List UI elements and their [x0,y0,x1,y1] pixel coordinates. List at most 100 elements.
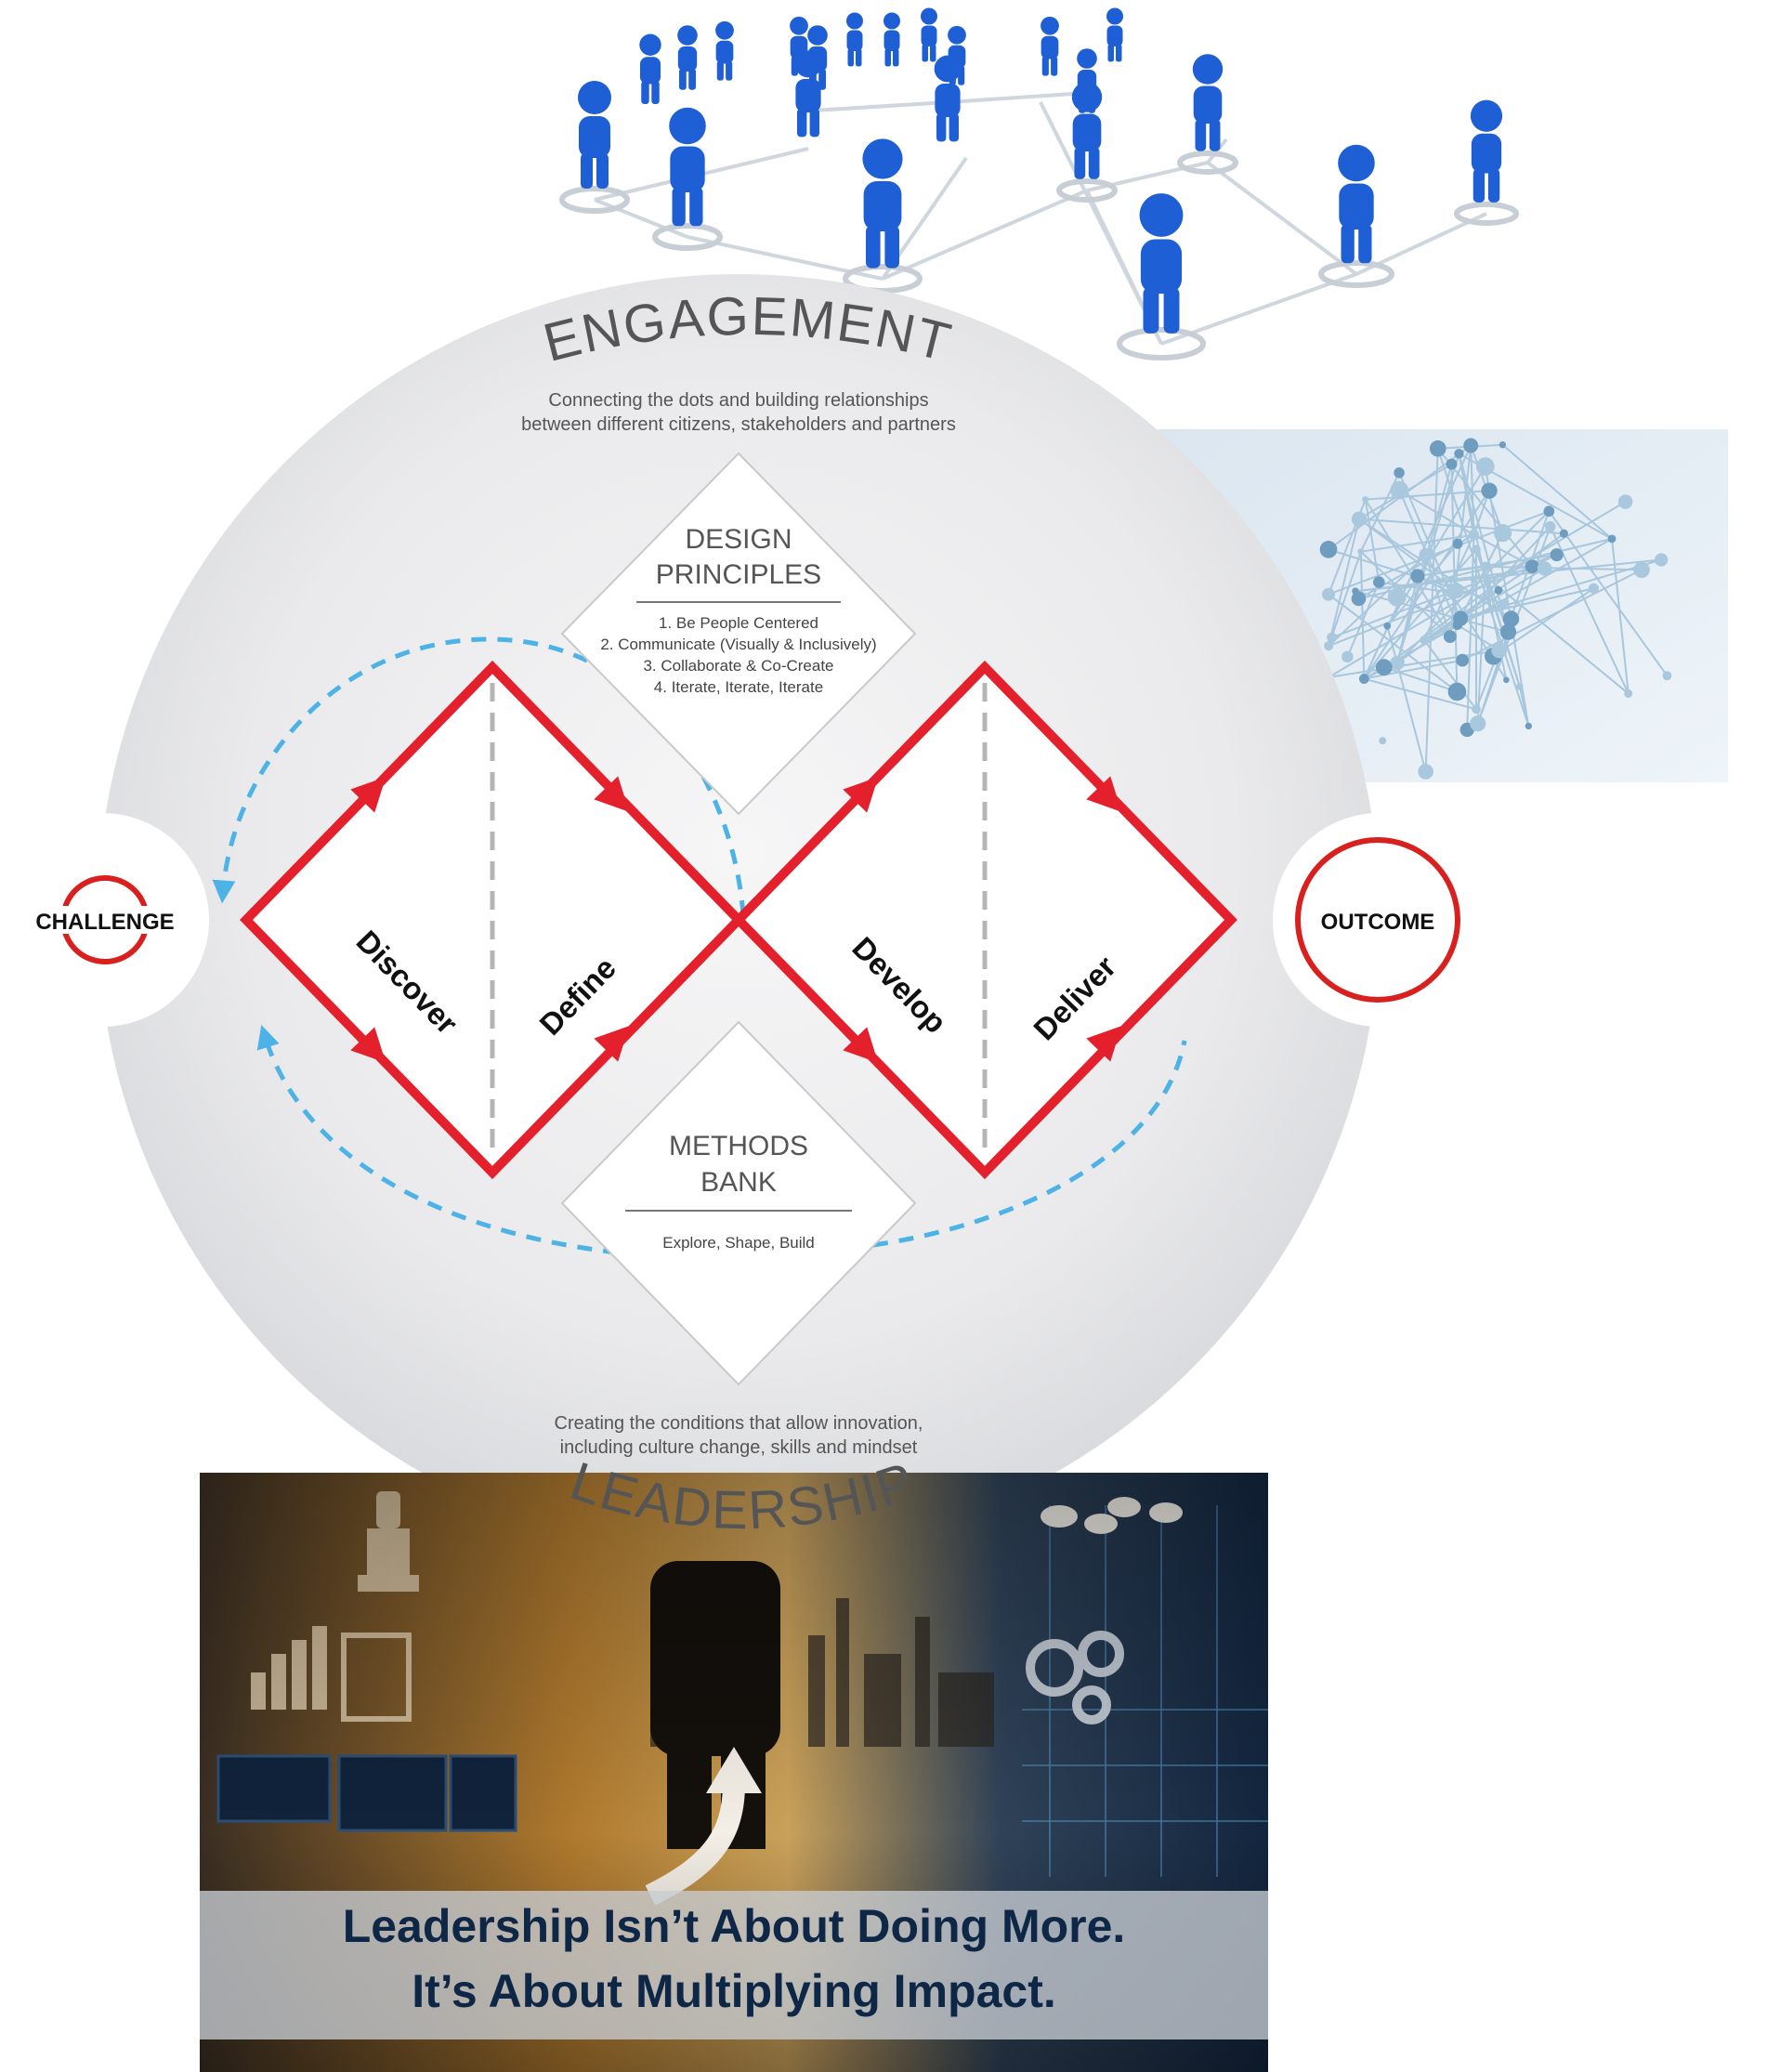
banner-line1: Leadership Isn’t About Doing More. [343,1900,1126,1952]
molecule-node [1375,659,1393,676]
molecule-link [1449,592,1508,681]
molecule-node [1550,548,1564,562]
person-figure [669,107,706,227]
molecule-link [1424,554,1451,637]
molecule-link [1501,443,1613,540]
molecule-link [1328,551,1362,647]
person-figure [1071,82,1103,179]
molecule-link [1549,526,1629,694]
molecule-node [1655,553,1669,567]
banner-line2: It’s About Multiplying Impact. [412,1965,1055,2017]
banner-band [200,1891,1268,2039]
molecule-node [1502,610,1520,627]
molecule-link [1459,532,1504,620]
molecule-node [1494,585,1503,595]
double-diamond-outline [240,660,1237,1180]
molecule-node [1420,636,1429,645]
molecule-node [1448,583,1464,599]
molecule-link [1328,554,1427,647]
molecule-node [1446,458,1458,470]
molecule-node [1342,650,1354,663]
molecule-node [1470,575,1478,584]
person-figure [790,16,808,76]
molecule-node [1351,511,1368,527]
molecule-node [1324,641,1334,651]
molecule-link [1364,659,1463,680]
molecule-node [1537,561,1552,576]
molecule-link [1424,448,1439,772]
engagement-desc-line2: between different citizens, stakeholders… [521,414,956,435]
molecule-link [1398,489,1475,536]
design-principles-diamond: DESIGN PRINCIPLES 1. Be People Centered … [560,452,917,816]
design-principle-4: 4. Iterate, Iterate, Iterate [654,678,823,696]
molecule-node [1327,632,1338,643]
molecule-node [1499,598,1509,609]
molecule-link [1383,666,1458,693]
molecule-node [1452,538,1463,549]
outcome-node: OUTCOME [1295,837,1460,1003]
molecule-link [1331,591,1451,639]
design-principles-title1: DESIGN [685,524,792,555]
molecule-node [1322,587,1335,601]
molecule-node [1454,449,1464,459]
molecule-node [1358,674,1369,684]
molecule-link [1386,543,1459,627]
molecule-link [1484,466,1530,727]
person-figure [921,7,937,62]
molecule-node [1447,682,1467,702]
molecule-node [1559,529,1568,538]
methods-bank-subtitle: Explore, Shape, Build [662,1234,815,1252]
leadership-photo: Leadership Isn’t About Doing More. It’s … [200,1473,1268,2072]
molecule-link [1492,587,1594,658]
molecule-link [1359,551,1366,679]
molecule-node [1351,591,1367,607]
molecule-link [1328,649,1499,678]
molecule-node [1491,642,1508,659]
molecule-node [1383,622,1392,630]
leadership-desc-line1: Creating the conditions that allow innov… [555,1413,923,1434]
molecule-node [1662,671,1672,681]
molecule-node [1475,457,1495,476]
methods-bank-title1: METHODS [669,1131,808,1161]
engagement-desc-line1: Connecting the dots and building relatio… [548,390,928,411]
molecule-node [1525,722,1533,730]
molecule-node [1472,544,1481,554]
person-figure [1470,99,1503,203]
direction-arrows [350,776,1122,1063]
molecule-node [1362,496,1369,504]
molecule-link [1328,593,1459,693]
molecule-link [1363,445,1472,679]
molecule-link [1423,534,1475,641]
molecule-link [1364,499,1381,583]
person-figure [1139,193,1184,334]
design-principle-1: 1. Be People Centered [659,614,818,632]
molecule-node [1453,610,1469,626]
molecule-node [1456,653,1470,667]
molecule-node [1624,688,1633,698]
molecule-link [1328,510,1550,596]
molecule-node [1503,676,1510,684]
molecule-node [1429,439,1446,457]
molecule-node [1443,630,1457,644]
person-figure [1338,144,1375,264]
molecule-node [1493,523,1512,543]
molecule-node [1516,683,1524,690]
person-figure [948,25,966,85]
molecule-link [1449,554,1558,594]
molecule-node [1357,548,1365,556]
molecule-node [1468,529,1480,541]
molecule-node [1480,561,1491,572]
molecule-node [1472,704,1481,715]
person-figure [883,12,900,67]
molecule-link [1466,534,1475,730]
molecule-node [1410,569,1425,584]
molecule-node [1463,438,1479,453]
molecule-node [1352,587,1359,596]
person-figure [1077,48,1097,113]
molecule-node [1390,655,1405,671]
molecule-node [1525,559,1539,574]
challenge-node: CHALLENGE [28,875,177,964]
molecule-node [1499,623,1517,640]
molecule-node [1419,547,1433,562]
